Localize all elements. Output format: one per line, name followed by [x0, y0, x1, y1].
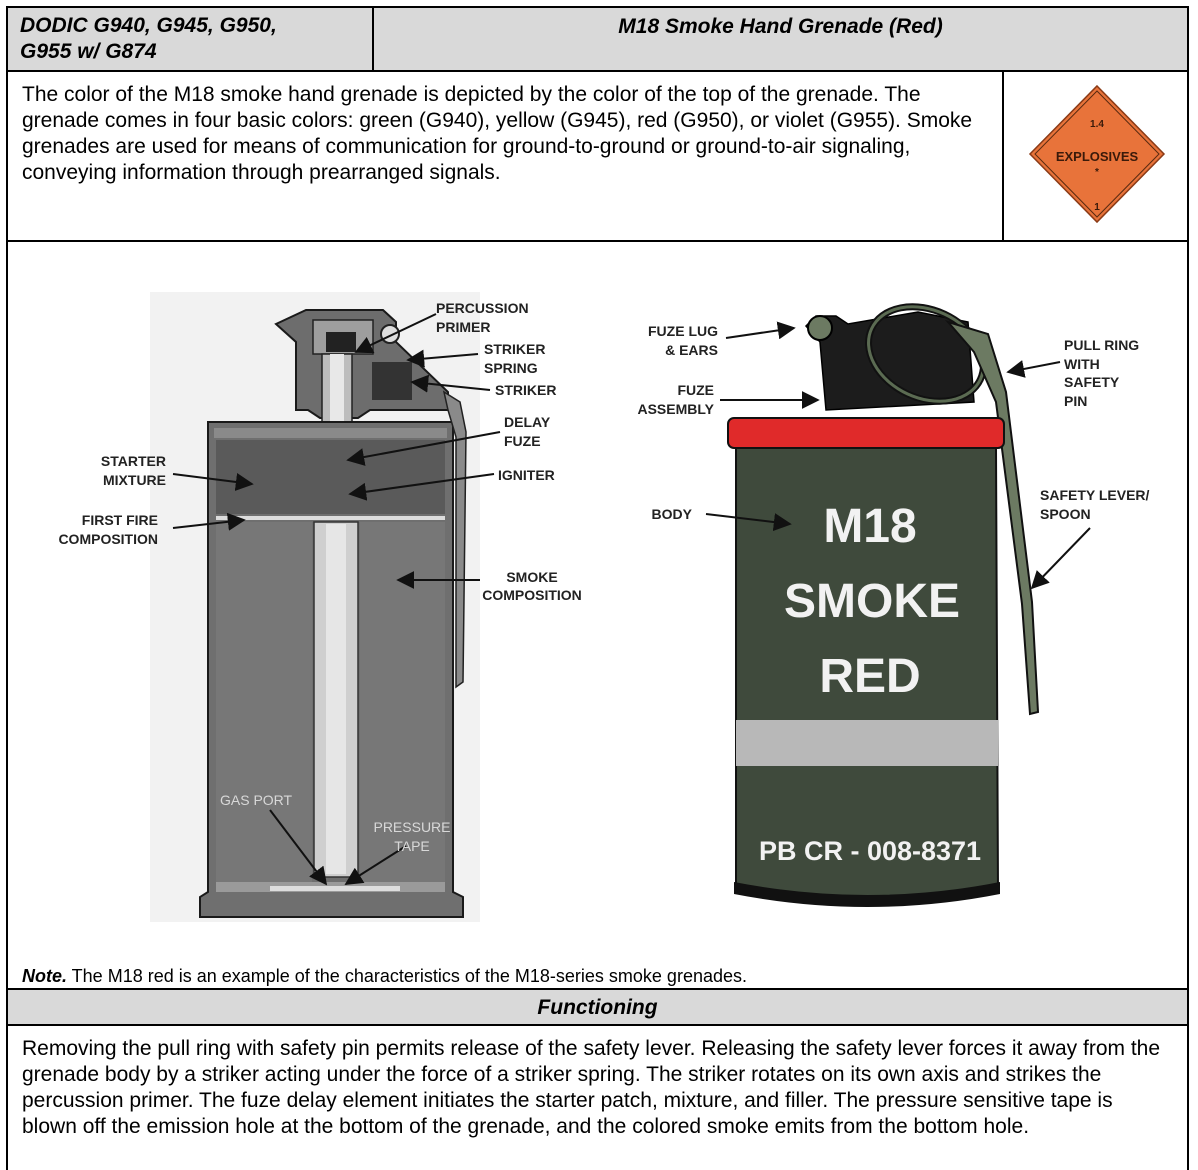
figure-note: Note. The M18 red is an example of the c… — [22, 966, 747, 987]
exterior-view: M18 SMOKE RED PB CR - 008-8371 FUZE LUG … — [637, 303, 1150, 907]
hazard-division: 1.4 — [1090, 119, 1104, 130]
dodic-line-2: G955 w/ G874 — [20, 40, 157, 63]
label-body: BODY — [652, 506, 693, 522]
label-fuze-lug-2: & EARS — [665, 342, 718, 358]
hazard-class: 1 — [1094, 202, 1100, 213]
hazard-text: EXPLOSIVES — [1056, 149, 1139, 164]
label-fuze-assembly-1: FUZE — [677, 382, 714, 398]
row-divider — [8, 240, 1187, 242]
label-pull-ring-1: PULL RING — [1064, 337, 1139, 353]
label-percussion-primer-1: PERCUSSION — [436, 300, 529, 316]
marking-m18: M18 — [823, 500, 916, 553]
label-starter-mixture-2: MIXTURE — [103, 472, 166, 488]
label-safety-lever-2: SPOON — [1040, 506, 1091, 522]
functioning-header: Functioning — [8, 988, 1187, 1026]
label-first-fire-2: COMPOSITION — [58, 531, 158, 547]
note-label: Note. — [22, 966, 67, 986]
label-fuze-lug-1: FUZE LUG — [648, 323, 718, 339]
label-pull-ring-2: WITH — [1064, 356, 1100, 372]
label-pull-ring-3: SAFETY — [1064, 374, 1120, 390]
label-pull-ring-4: PIN — [1064, 393, 1087, 409]
document-table: DODIC G940, G945, G950, G955 w/ G874 M18… — [6, 6, 1189, 1170]
explosives-hazard-diamond-icon: 1.4 EXPLOSIVES * 1 — [1028, 84, 1166, 224]
dodic-line-1: DODIC G940, G945, G950, — [20, 14, 277, 37]
label-first-fire-1: FIRST FIRE — [82, 512, 158, 528]
hazard-star: * — [1095, 167, 1099, 178]
grenade-figure: PERCUSSION PRIMER STRIKER SPRING STRIKER… — [8, 242, 1187, 988]
label-smoke-composition-2: COMPOSITION — [482, 587, 582, 603]
label-striker: STRIKER — [495, 382, 556, 398]
label-delay-fuze-1: DELAY — [504, 414, 551, 430]
label-striker-spring-1: STRIKER — [484, 341, 545, 357]
marking-smoke: SMOKE — [784, 575, 960, 628]
note-text: The M18 red is an example of the charact… — [67, 966, 747, 986]
marking-lot-number: PB CR - 008-8371 — [759, 836, 981, 866]
hazard-label-cell: 1.4 EXPLOSIVES * 1 — [1004, 72, 1187, 242]
grenade-diagram: PERCUSSION PRIMER STRIKER SPRING STRIKER… — [58, 292, 1150, 922]
label-safety-lever-1: SAFETY LEVER/ — [1040, 487, 1150, 503]
label-striker-spring-2: SPRING — [484, 360, 538, 376]
label-igniter: IGNITER — [498, 467, 555, 483]
functioning-text: Removing the pull ring with safety pin p… — [22, 1037, 1161, 1138]
label-percussion-primer-2: PRIMER — [436, 319, 490, 335]
description-text: The color of the M18 smoke hand grenade … — [8, 72, 1004, 242]
label-delay-fuze-2: FUZE — [504, 433, 541, 449]
label-smoke-composition-1: SMOKE — [506, 569, 557, 585]
marking-red: RED — [819, 650, 920, 703]
dodic-cell: DODIC G940, G945, G950, G955 w/ G874 — [8, 8, 374, 70]
item-title: M18 Smoke Hand Grenade (Red) — [618, 15, 943, 38]
label-starter-mixture-1: STARTER — [101, 453, 166, 469]
cutaway-view: PERCUSSION PRIMER STRIKER SPRING STRIKER… — [58, 292, 582, 922]
label-pressure-tape-2: TAPE — [394, 838, 430, 854]
header-row: DODIC G940, G945, G950, G955 w/ G874 M18… — [8, 8, 1187, 72]
label-fuze-assembly-2: ASSEMBLY — [637, 401, 714, 417]
label-pressure-tape-1: PRESSURE — [373, 819, 450, 835]
label-gas-port: GAS PORT — [220, 792, 293, 808]
